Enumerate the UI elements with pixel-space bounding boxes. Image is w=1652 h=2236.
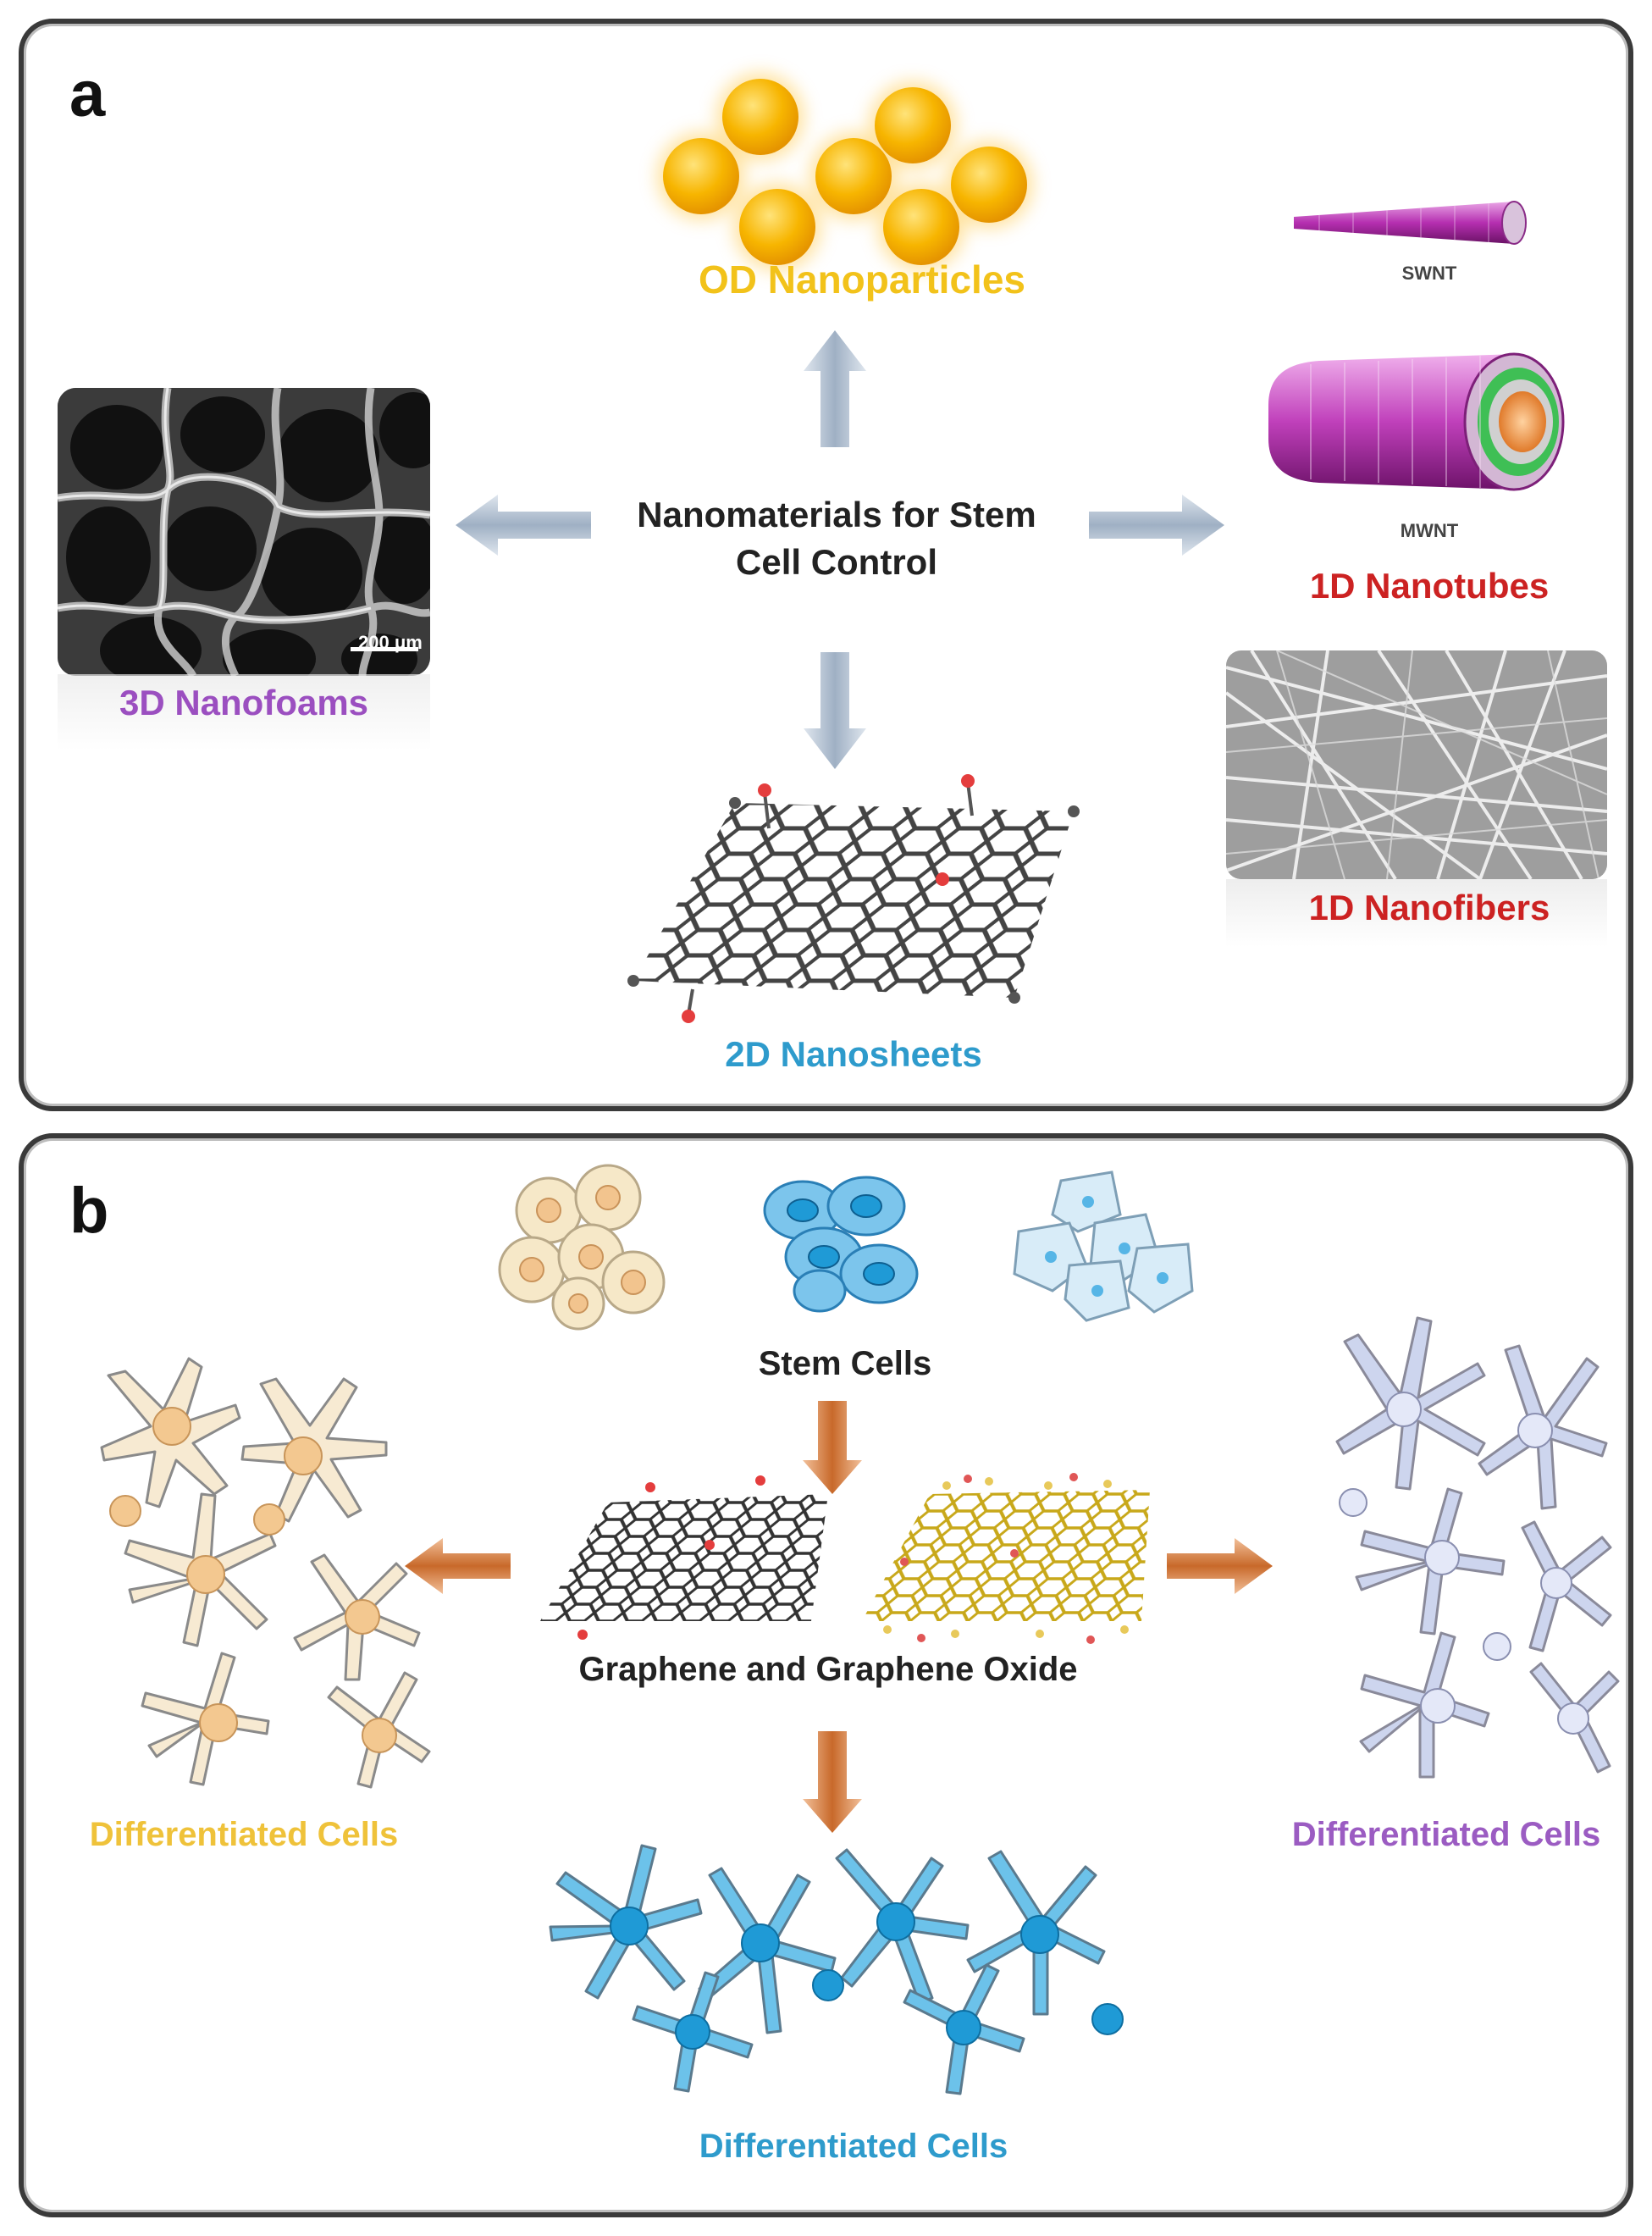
stem-cells-label: Stem Cells	[758, 1345, 932, 1382]
differentiated-cells-right-illustration	[1335, 1316, 1620, 1779]
panel-a-label: a	[69, 58, 106, 130]
mwnt-label: MWNT	[1400, 520, 1459, 541]
nanofoams-label: 3D Nanofoams	[119, 683, 369, 722]
stem-cell-cluster-beige	[498, 1164, 666, 1331]
nanofoam-sem-image	[58, 388, 430, 676]
diff-bottom-label: Differentiated Cells	[699, 2128, 1008, 2165]
gray-arrows	[456, 330, 1224, 769]
center-title-line-2: Cell Control	[736, 542, 937, 582]
arrow-down-graphene	[803, 1731, 862, 1833]
nanoparticles-label: OD Nanoparticles	[699, 257, 1025, 302]
graphene-sheet	[540, 1475, 828, 1640]
nanofibers-sem-image	[1226, 650, 1607, 879]
stem-cell-cluster-light	[1013, 1171, 1194, 1322]
orange-arrows	[405, 1401, 1273, 1833]
swnt-label: SWNT	[1401, 263, 1457, 284]
nanofibers-label: 1D Nanofibers	[1308, 888, 1550, 927]
arrow-down	[804, 652, 866, 769]
nanofoam-reflection	[58, 674, 430, 750]
arrow-left-graphene	[405, 1538, 511, 1594]
differentiated-cells-left-illustration	[100, 1357, 431, 1789]
swnt-illustration	[1294, 201, 1527, 245]
diff-left-label: Differentiated Cells	[89, 1816, 399, 1853]
panel-a: a OD Nanoparticles	[19, 19, 1633, 1111]
nanoparticles-illustration	[657, 73, 1033, 271]
nanotubes-label: 1D Nanotubes	[1309, 566, 1550, 606]
panel-b-label: b	[69, 1175, 109, 1247]
diff-right-label: Differentiated Cells	[1291, 1816, 1601, 1853]
arrow-left	[456, 495, 591, 556]
graphene-label: Graphene and Graphene Oxide	[578, 1651, 1078, 1688]
nanosheets-label: 2D Nanosheets	[725, 1034, 982, 1074]
arrow-right	[1089, 495, 1224, 556]
graphene-oxide-sheet	[862, 1473, 1150, 1644]
arrow-down-stem	[803, 1401, 862, 1494]
stem-cell-cluster-blue	[763, 1176, 919, 1313]
panel-b: b St	[19, 1133, 1633, 2217]
nanofiber-reflection	[1226, 879, 1607, 947]
differentiated-cells-bottom-illustration	[549, 1844, 1124, 2095]
scale-bar-label: 200 μm	[358, 632, 423, 653]
nanosheet-illustration	[627, 774, 1080, 1023]
arrow-up	[804, 330, 866, 447]
center-title-line-1: Nanomaterials for Stem	[637, 495, 1036, 534]
arrow-right-graphene	[1167, 1538, 1273, 1594]
mwnt-illustration	[1268, 352, 1565, 491]
